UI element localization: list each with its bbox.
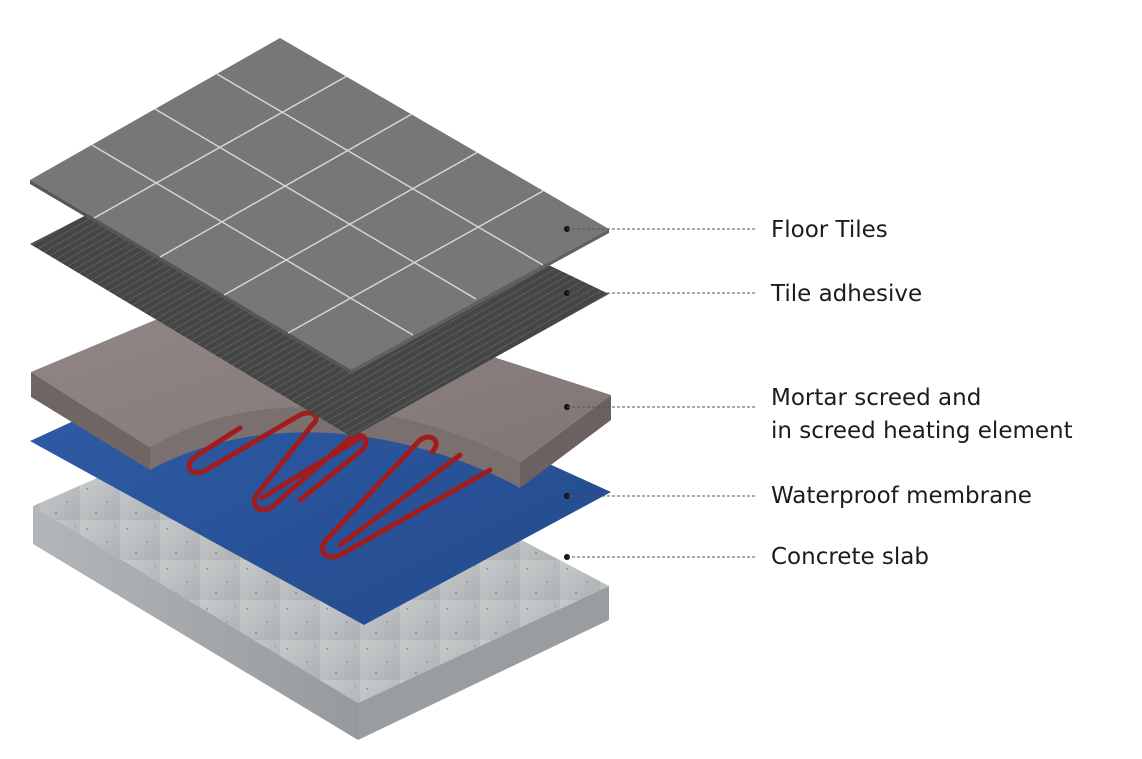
screed-front bbox=[31, 372, 150, 470]
tiles-edge bbox=[30, 180, 351, 374]
concrete-slab-front-right bbox=[358, 586, 609, 740]
label-mortar-screed-line-1: Mortar screed and bbox=[771, 385, 981, 411]
tile-grout-lines bbox=[91, 73, 544, 336]
heating-pipe bbox=[186, 410, 493, 560]
label-mortar-screed-line-2: in screed heating element bbox=[771, 418, 1073, 444]
floor-tiles bbox=[30, 38, 609, 374]
labels: Floor Tiles Tile adhesive Mortar screed … bbox=[770, 217, 1073, 570]
concrete-slab-front-left bbox=[33, 506, 358, 740]
label-floor-tiles: Floor Tiles bbox=[771, 217, 888, 243]
label-concrete-slab: Concrete slab bbox=[771, 544, 929, 570]
label-tile-adhesive: Tile adhesive bbox=[770, 281, 922, 307]
tiles-edge-right bbox=[351, 229, 609, 374]
screed-cut-edge bbox=[150, 407, 520, 488]
label-waterproof-membrane: Waterproof membrane bbox=[771, 483, 1032, 509]
screed-front-right bbox=[520, 395, 611, 488]
leaders bbox=[564, 226, 757, 560]
heating-element bbox=[186, 410, 493, 560]
